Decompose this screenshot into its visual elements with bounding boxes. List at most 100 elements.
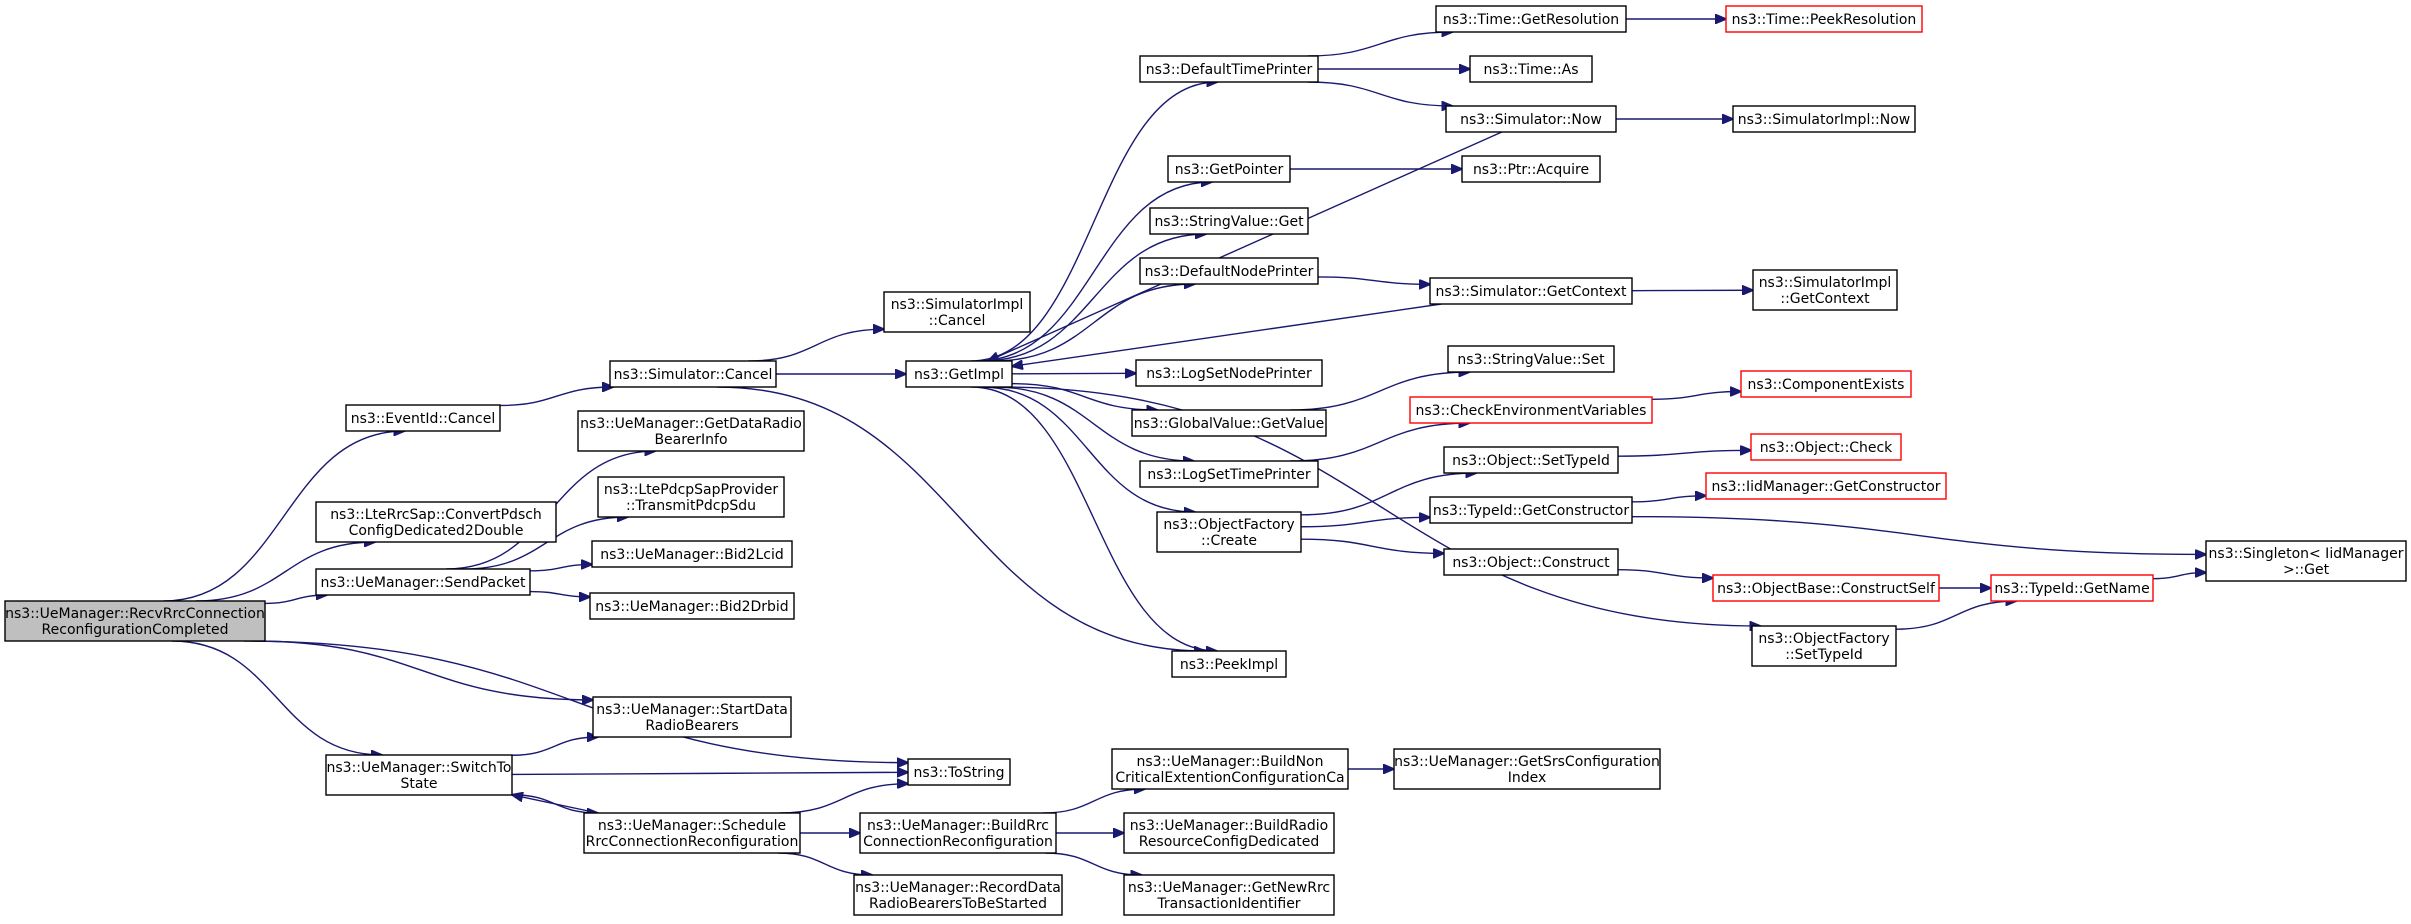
- node-box[interactable]: [1139, 55, 1319, 83]
- node-eventid-cancel[interactable]: ns3::EventId::Cancel: [345, 404, 501, 432]
- node-box[interactable]: [315, 501, 557, 543]
- node-to-string[interactable]: ns3::ToString: [907, 758, 1011, 786]
- node-time-peek-resolution[interactable]: ns3::Time::PeekResolution: [1725, 5, 1923, 33]
- node-build-rrc[interactable]: ns3::UeManager::BuildRrcConnectionReconf…: [859, 812, 1057, 854]
- node-globalvalue-getvalue[interactable]: ns3::GlobalValue::GetValue: [1131, 409, 1327, 437]
- node-objectfactory-set-typeid[interactable]: ns3::ObjectFactory::SetTypeId: [1751, 625, 1897, 667]
- node-box[interactable]: [609, 360, 777, 388]
- node-box[interactable]: [589, 592, 795, 620]
- node-build-non-critical[interactable]: ns3::UeManager::BuildNonCriticalExtentio…: [1111, 748, 1349, 790]
- node-peek-impl[interactable]: ns3::PeekImpl: [1171, 650, 1287, 678]
- node-box[interactable]: [1429, 496, 1633, 524]
- node-component-exists[interactable]: ns3::ComponentExists: [1740, 370, 1912, 398]
- node-schedule-rrc[interactable]: ns3::UeManager::ScheduleRrcConnectionRec…: [583, 812, 801, 854]
- node-check-env-vars[interactable]: ns3::CheckEnvironmentVariables: [1409, 396, 1653, 424]
- node-box[interactable]: [2205, 540, 2407, 582]
- node-default-time-printer[interactable]: ns3::DefaultTimePrinter: [1139, 55, 1319, 83]
- node-box[interactable]: [1435, 5, 1627, 33]
- node-box[interactable]: [325, 754, 513, 796]
- node-iidmanager-get-constructor[interactable]: ns3::IidManager::GetConstructor: [1705, 472, 1947, 500]
- node-box[interactable]: [1123, 874, 1335, 916]
- node-bid2drbid[interactable]: ns3::UeManager::Bid2Drbid: [589, 592, 795, 620]
- node-box[interactable]: [1167, 155, 1291, 183]
- node-box[interactable]: [907, 758, 1011, 786]
- node-box[interactable]: [1712, 574, 1940, 602]
- node-build-radio-resource[interactable]: ns3::UeManager::BuildRadioResourceConfig…: [1123, 812, 1335, 854]
- node-time-get-resolution[interactable]: ns3::Time::GetResolution: [1435, 5, 1627, 33]
- node-singleton-get[interactable]: ns3::Singleton< IidManager>::Get: [2205, 540, 2407, 582]
- node-box[interactable]: [592, 696, 792, 738]
- node-box[interactable]: [1139, 257, 1319, 285]
- node-box[interactable]: [1409, 396, 1653, 424]
- node-box[interactable]: [853, 874, 1063, 916]
- node-log-set-time-printer[interactable]: ns3::LogSetTimePrinter: [1139, 460, 1319, 488]
- node-stringvalue-set[interactable]: ns3::StringValue::Set: [1447, 345, 1615, 373]
- node-box[interactable]: [1469, 55, 1593, 83]
- node-box[interactable]: [1139, 460, 1319, 488]
- node-send-packet[interactable]: ns3::UeManager::SendPacket: [315, 568, 531, 596]
- node-default-node-printer[interactable]: ns3::DefaultNodePrinter: [1139, 257, 1319, 285]
- node-object-construct[interactable]: ns3::Object::Construct: [1443, 548, 1619, 576]
- node-sim-cancel[interactable]: ns3::Simulator::Cancel: [609, 360, 777, 388]
- node-box[interactable]: [1123, 812, 1335, 854]
- node-box[interactable]: [1429, 277, 1633, 305]
- node-object-set-typeid[interactable]: ns3::Object::SetTypeId: [1443, 446, 1619, 474]
- node-typeid-get-name[interactable]: ns3::TypeId::GetName: [1990, 574, 2154, 602]
- node-box[interactable]: [1447, 345, 1615, 373]
- node-typeid-get-constructor[interactable]: ns3::TypeId::GetConstructor: [1429, 496, 1633, 524]
- node-box[interactable]: [1445, 105, 1617, 133]
- node-stringvalue-get[interactable]: ns3::StringValue::Get: [1149, 207, 1309, 235]
- node-bid2lcid[interactable]: ns3::UeManager::Bid2Lcid: [591, 540, 793, 568]
- node-objectbase-construct-self[interactable]: ns3::ObjectBase::ConstructSelf: [1712, 574, 1940, 602]
- node-simulator-get-context[interactable]: ns3::Simulator::GetContext: [1429, 277, 1633, 305]
- node-box[interactable]: [1990, 574, 2154, 602]
- node-simimpl-cancel[interactable]: ns3::SimulatorImpl::Cancel: [883, 291, 1031, 333]
- node-box[interactable]: [591, 540, 793, 568]
- node-simimpl-get-context[interactable]: ns3::SimulatorImpl::GetContext: [1752, 269, 1898, 311]
- node-box[interactable]: [1156, 511, 1302, 553]
- node-box[interactable]: [1750, 433, 1902, 461]
- node-box[interactable]: [1111, 748, 1349, 790]
- node-box[interactable]: [1751, 625, 1897, 667]
- node-objectfactory-create[interactable]: ns3::ObjectFactory::Create: [1156, 511, 1302, 553]
- node-box[interactable]: [315, 568, 531, 596]
- node-log-set-node-printer[interactable]: ns3::LogSetNodePrinter: [1135, 359, 1323, 387]
- node-simulator-now[interactable]: ns3::Simulator::Now: [1445, 105, 1617, 133]
- node-box[interactable]: [583, 812, 801, 854]
- node-box[interactable]: [577, 410, 805, 452]
- node-box[interactable]: [1725, 5, 1923, 33]
- node-box[interactable]: [1443, 446, 1619, 474]
- node-box[interactable]: [1732, 105, 1916, 133]
- node-box[interactable]: [1131, 409, 1327, 437]
- node-box[interactable]: [1740, 370, 1912, 398]
- node-root[interactable]: ns3::UeManager::RecvRrcConnectionReconfi…: [4, 600, 266, 642]
- node-box[interactable]: [883, 291, 1031, 333]
- node-convert-pdsch[interactable]: ns3::LteRrcSap::ConvertPdschConfigDedica…: [315, 501, 557, 543]
- node-box[interactable]: [4, 600, 266, 642]
- node-box[interactable]: [905, 360, 1013, 388]
- node-object-check[interactable]: ns3::Object::Check: [1750, 433, 1902, 461]
- node-box[interactable]: [597, 476, 785, 518]
- node-box[interactable]: [1443, 548, 1619, 576]
- node-get-impl[interactable]: ns3::GetImpl: [905, 360, 1013, 388]
- node-simimpl-now[interactable]: ns3::SimulatorImpl::Now: [1732, 105, 1916, 133]
- node-time-as[interactable]: ns3::Time::As: [1469, 55, 1593, 83]
- node-box[interactable]: [1149, 207, 1309, 235]
- node-box[interactable]: [1393, 748, 1661, 790]
- node-box[interactable]: [1171, 650, 1287, 678]
- node-box[interactable]: [1135, 359, 1323, 387]
- node-box[interactable]: [1705, 472, 1947, 500]
- node-ptr-acquire[interactable]: ns3::Ptr::Acquire: [1461, 155, 1601, 183]
- node-get-new-rrc[interactable]: ns3::UeManager::GetNewRrcTransactionIden…: [1123, 874, 1335, 916]
- node-box[interactable]: [1752, 269, 1898, 311]
- node-box[interactable]: [859, 812, 1057, 854]
- node-box[interactable]: [1461, 155, 1601, 183]
- node-transmit-pdcp[interactable]: ns3::LtePdcpSapProvider::TransmitPdcpSdu: [597, 476, 785, 518]
- node-box[interactable]: [345, 404, 501, 432]
- node-get-pointer[interactable]: ns3::GetPointer: [1167, 155, 1291, 183]
- node-record-data[interactable]: ns3::UeManager::RecordDataRadioBearersTo…: [853, 874, 1063, 916]
